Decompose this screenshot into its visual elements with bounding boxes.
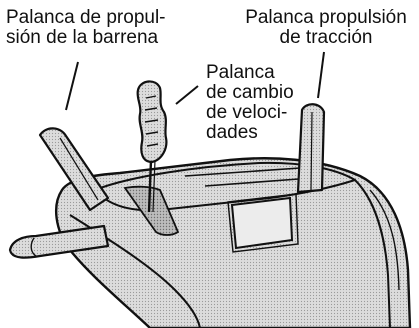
- gear-lever-label-line: de cambio: [206, 82, 294, 103]
- housing-side-curve: [354, 179, 391, 328]
- gear-lever-grip: [136, 80, 168, 164]
- gear-lever-label-line: Palanca: [206, 62, 275, 83]
- drive-lever-label: Palanca propulsión de tracción: [238, 8, 414, 48]
- gear-lever-label: Palanca de cambio de veloci- dades: [206, 63, 294, 143]
- gear-lever-rod: [147, 159, 153, 213]
- auger-lever-label-line: Palanca de propul-: [6, 7, 166, 28]
- gear-slot: [123, 185, 180, 236]
- gear-lever-label-line: dades: [206, 122, 258, 143]
- gear-leader-line: [175, 85, 199, 105]
- auger-lever-label-line: sión de la barrena: [6, 27, 159, 48]
- auger-lever-label: Palanca de propul- sión de la barrena: [6, 8, 166, 48]
- drive-lever-label-line: Palanca propulsión: [245, 7, 407, 28]
- deck-rib: [184, 167, 301, 177]
- auger-leader-line: [65, 61, 79, 111]
- side-handle: [8, 224, 110, 259]
- gear-lever-label-line: de veloci-: [206, 102, 288, 123]
- drive-lever-label-line: de tracción: [279, 27, 373, 48]
- drive-leader-line: [317, 51, 325, 99]
- display-window: [230, 196, 294, 250]
